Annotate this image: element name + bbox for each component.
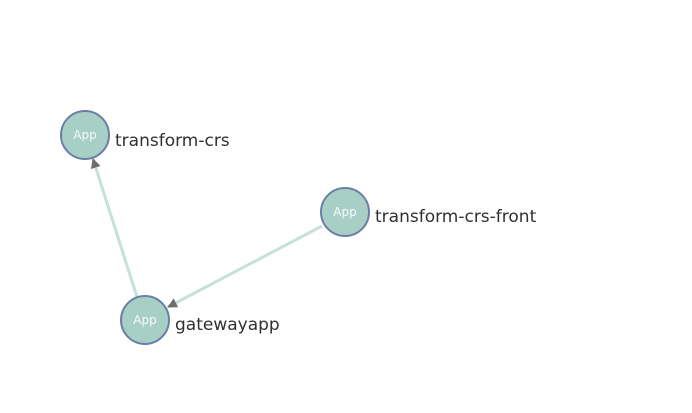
node-name-label: transform-crs [115,131,230,151]
edge-layer [90,158,323,309]
node-type-label: App [133,313,156,327]
node-type-label: App [73,128,96,142]
node-name-label: transform-crs-front [375,207,537,227]
node-name-label: gatewayapp [175,315,280,335]
node-transform-crs-front[interactable]: App transform-crs-front [320,187,537,237]
node-gatewayapp[interactable]: App gatewayapp [120,295,280,345]
node-transform-crs[interactable]: App transform-crs [60,110,230,160]
edge-gatewayapp-to-transform-crs[interactable] [90,158,139,298]
app-node-circle[interactable] [60,110,110,160]
node-type-label: App [333,205,356,219]
app-node-circle[interactable] [320,187,370,237]
app-node-circle[interactable] [120,295,170,345]
edge-transform-crs-front-to-gatewayapp[interactable] [167,224,323,309]
